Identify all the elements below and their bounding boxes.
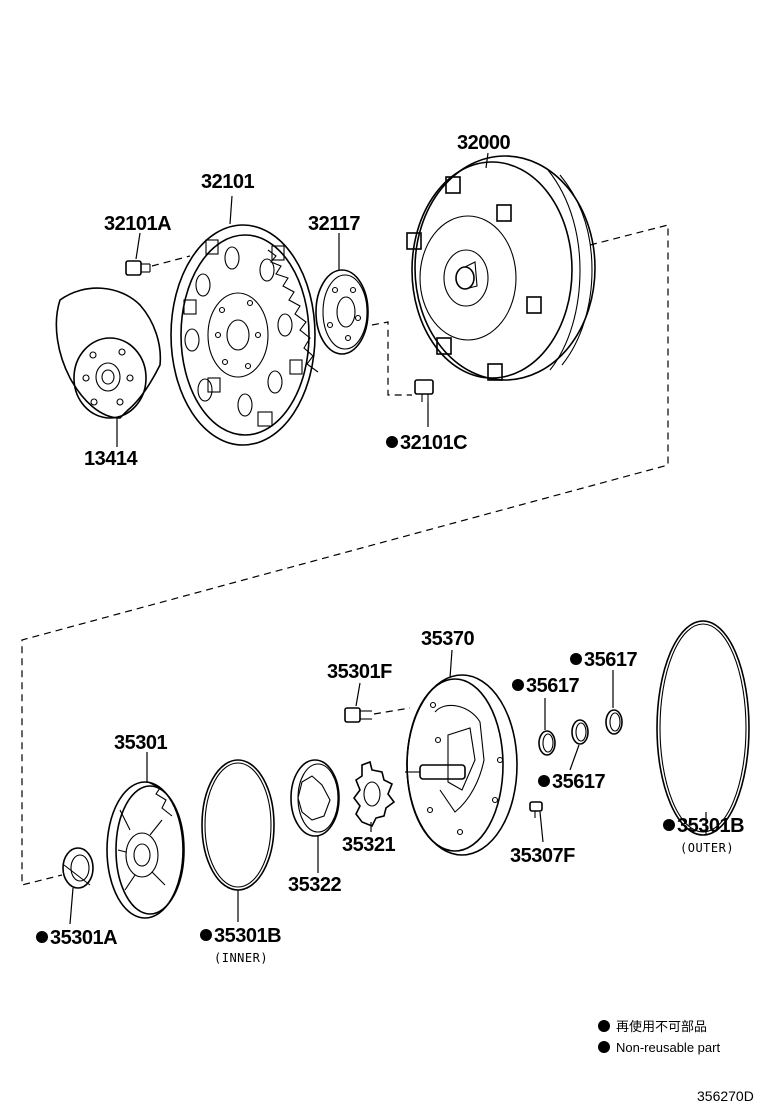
part-32101A-drawing[interactable] bbox=[125, 232, 191, 276]
part-35321-drawing[interactable] bbox=[353, 760, 396, 832]
label-35307F[interactable]: 35307F bbox=[510, 845, 576, 867]
label-35301B-inner[interactable]: 35301B bbox=[214, 925, 282, 947]
part-32117-drawing[interactable] bbox=[315, 233, 369, 355]
part-35617-c-drawing[interactable] bbox=[605, 670, 623, 735]
part-35370-drawing[interactable] bbox=[405, 649, 518, 856]
figure-code: 356270D bbox=[697, 1088, 754, 1104]
note-inner: (INNER) bbox=[214, 951, 268, 965]
part-35301F-drawing[interactable] bbox=[344, 682, 411, 723]
legend-dot-icon bbox=[598, 1041, 610, 1053]
part-35307F-drawing[interactable] bbox=[529, 801, 544, 843]
label-32101A[interactable]: 32101A bbox=[104, 213, 172, 235]
part-35617-a-drawing[interactable] bbox=[538, 698, 556, 756]
part-32101-drawing[interactable] bbox=[170, 195, 319, 446]
part-35617-b-drawing[interactable] bbox=[569, 719, 589, 771]
legend-dot-icon bbox=[598, 1020, 610, 1032]
legend: 再使用不可部品 Non-reusable part bbox=[598, 1019, 720, 1055]
non-reusable-dot-icon bbox=[538, 775, 550, 787]
label-35370[interactable]: 35370 bbox=[421, 628, 475, 650]
legend-text-en: Non-reusable part bbox=[616, 1040, 720, 1055]
part-32101C-drawing[interactable] bbox=[414, 379, 434, 427]
part-35301-drawing[interactable] bbox=[106, 752, 185, 919]
label-35301F[interactable]: 35301F bbox=[327, 661, 393, 683]
label-13414[interactable]: 13414 bbox=[84, 448, 139, 470]
part-35301B-outer-drawing[interactable] bbox=[656, 620, 750, 836]
label-35617-a[interactable]: 35617 bbox=[526, 675, 580, 697]
part-32000-drawing[interactable] bbox=[406, 152, 596, 381]
part-35301B-inner-drawing[interactable] bbox=[201, 759, 275, 922]
non-reusable-dot-icon bbox=[663, 819, 675, 831]
part-labels: 32000 32101 32101A 32117 13414 32101C 35… bbox=[36, 132, 745, 965]
label-32000[interactable]: 32000 bbox=[457, 132, 511, 154]
label-35617-b[interactable]: 35617 bbox=[552, 771, 606, 793]
label-32101[interactable]: 32101 bbox=[201, 171, 255, 193]
label-35322[interactable]: 35322 bbox=[288, 874, 342, 896]
non-reusable-dot-icon bbox=[386, 436, 398, 448]
label-35321[interactable]: 35321 bbox=[342, 834, 396, 856]
part-13414-drawing[interactable] bbox=[55, 287, 162, 447]
assembly-guide-lines bbox=[21, 224, 669, 886]
label-35617-c[interactable]: 35617 bbox=[584, 649, 638, 671]
label-35301A[interactable]: 35301A bbox=[50, 927, 118, 949]
non-reusable-dot-icon bbox=[570, 653, 582, 665]
label-32117[interactable]: 32117 bbox=[308, 213, 361, 235]
label-35301B-outer[interactable]: 35301B bbox=[677, 815, 745, 837]
non-reusable-dot-icon bbox=[36, 931, 48, 943]
part-35322-drawing[interactable] bbox=[290, 759, 340, 873]
part-35301A-drawing[interactable] bbox=[62, 847, 94, 925]
legend-text-ja: 再使用不可部品 bbox=[616, 1019, 707, 1034]
non-reusable-dot-icon bbox=[200, 929, 212, 941]
note-outer: (OUTER) bbox=[680, 841, 734, 855]
label-32101C[interactable]: 32101C bbox=[400, 432, 468, 454]
non-reusable-dot-icon bbox=[512, 679, 524, 691]
label-35301[interactable]: 35301 bbox=[114, 732, 168, 754]
